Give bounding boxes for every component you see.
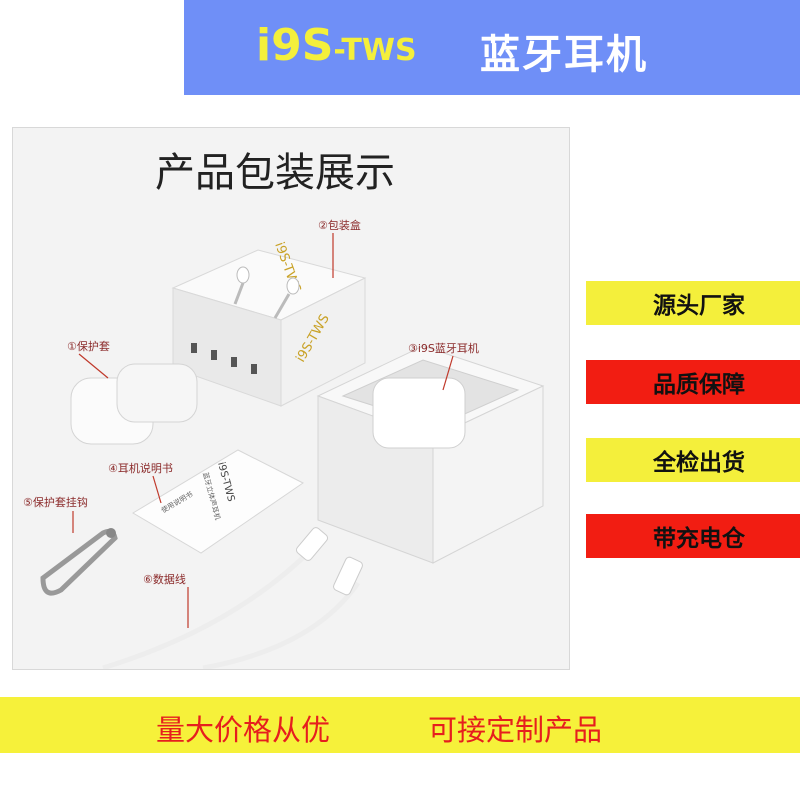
user-manual: i9S-TWS 蓝牙立体声耳机 使用说明书 bbox=[132, 449, 304, 554]
badge-full-inspection: 全检出货 bbox=[586, 438, 800, 482]
packaging-box: i9S-TWS i9S-TWS bbox=[171, 240, 367, 407]
open-tray bbox=[316, 345, 545, 564]
label-case: ①保护套 bbox=[67, 339, 110, 353]
badge-charging-case: 带充电仓 bbox=[586, 514, 800, 558]
label-earbuds: ③i9S蓝牙耳机 bbox=[408, 341, 479, 355]
carabiner-hook bbox=[40, 528, 118, 596]
badge-source-factory: 源头厂家 bbox=[586, 281, 800, 325]
label-box: ②包装盒 bbox=[318, 218, 361, 232]
usb-cables bbox=[102, 527, 363, 669]
label-hook: ⑤保护套挂钩 bbox=[23, 495, 88, 509]
product-type: 蓝牙耳机 bbox=[480, 32, 648, 78]
badge-quality-assurance: 品质保障 bbox=[586, 360, 800, 404]
header-banner: i9S-TWS 蓝牙耳机 bbox=[184, 0, 800, 95]
footer-bar: 量大价格从优 可接定制产品 bbox=[0, 697, 800, 753]
label-cable: ⑥数据线 bbox=[143, 572, 186, 586]
model-main: i9S bbox=[256, 20, 334, 71]
model-name: i9S-TWS bbox=[256, 20, 417, 71]
label-leaders bbox=[72, 233, 454, 628]
protective-case bbox=[70, 363, 198, 445]
charging-case bbox=[372, 377, 466, 449]
footer-customizable: 可接定制产品 bbox=[428, 713, 603, 747]
label-manual: ④耳机说明书 bbox=[108, 461, 173, 475]
footer-bulk-price: 量大价格从优 bbox=[156, 713, 331, 747]
photo-title: 产品包装展示 bbox=[155, 150, 395, 196]
model-suffix: -TWS bbox=[333, 33, 417, 68]
product-photo: 产品包装展示 i9S-TWS i9S-TWS bbox=[12, 127, 570, 670]
packaging-illustration: 产品包装展示 i9S-TWS i9S-TWS bbox=[23, 150, 545, 669]
